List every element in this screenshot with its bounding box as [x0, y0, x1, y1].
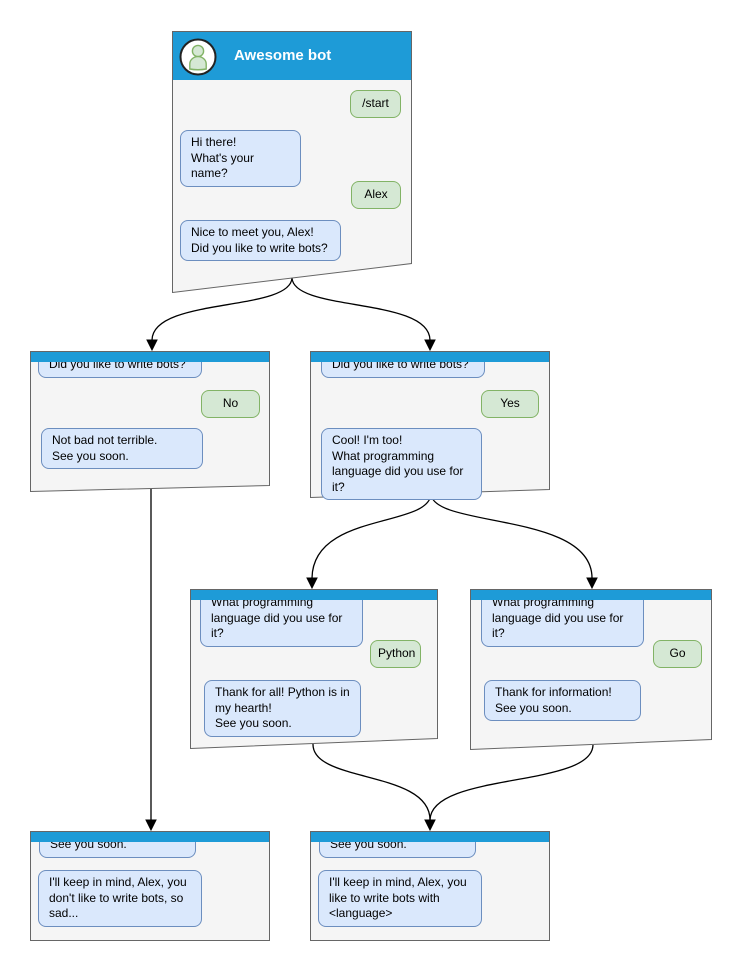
user-message-bubble: /start [350, 90, 401, 118]
window-title-bar [31, 832, 269, 842]
window-title-bar [311, 352, 549, 362]
chat-window-lang-go: What programming language did you use fo… [470, 589, 712, 750]
chat-window-branch-yes: Did you like to write bots? Yes Cool! I'… [310, 351, 550, 501]
user-message-bubble: Alex [351, 181, 401, 209]
bot-message-bubble: Cool! I'm too! What programming language… [321, 428, 482, 501]
bot-message-bubble: Thank for information! See you soon. [484, 680, 641, 722]
chat-window-main: Awesome bot /start Hi there! What's your… [172, 31, 412, 293]
bot-message-bubble: Not bad not terrible. See you soon. [41, 428, 203, 470]
window-title-bar: Awesome bot [173, 32, 411, 80]
bot-message-bubble: I'll keep in mind, Alex, you like to wri… [318, 870, 482, 927]
window-title-bar [191, 590, 437, 600]
window-title-bar [311, 832, 549, 842]
chat-window-end-yes: See you soon. I'll keep in mind, Alex, y… [310, 831, 550, 941]
user-message-bubble: Go [653, 640, 702, 668]
bot-title: Awesome bot [234, 47, 332, 64]
bot-message-bubble: Thank for all! Python is in my hearth! S… [204, 680, 361, 737]
chat-window-branch-no: Did you like to write bots? No Not bad n… [30, 351, 270, 492]
bot-message-bubble: I'll keep in mind, Alex, you don't like … [38, 870, 202, 927]
chat-window-end-no: See you soon. I'll keep in mind, Alex, y… [30, 831, 270, 941]
chat-window-lang-python: What programming language did you use fo… [190, 589, 438, 749]
window-title-bar [31, 352, 269, 362]
bot-message-bubble: Nice to meet you, Alex! Did you like to … [180, 220, 341, 262]
user-message-bubble: Yes [481, 390, 539, 418]
window-title-bar [471, 590, 711, 600]
user-message-bubble: No [201, 390, 260, 418]
bot-avatar-icon [179, 38, 217, 76]
user-message-bubble: Python [370, 640, 421, 668]
bot-message-bubble: Hi there! What's your name? [180, 130, 301, 187]
